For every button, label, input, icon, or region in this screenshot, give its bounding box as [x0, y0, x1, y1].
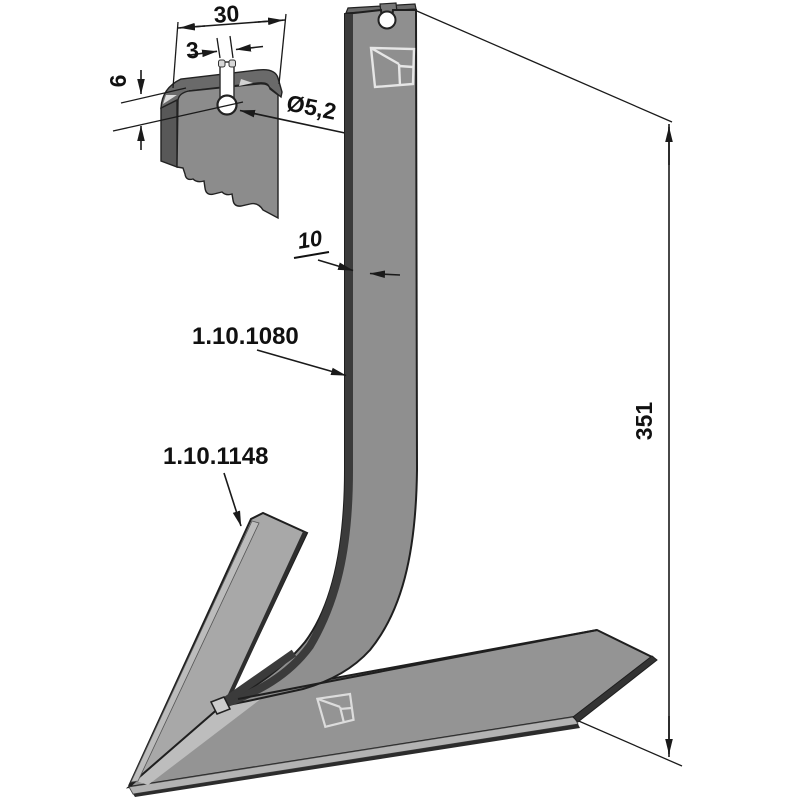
- dim-arrow: [189, 49, 218, 58]
- detail-slot-post-left: [218, 59, 226, 68]
- sweep-manufacturer-logo-icon: [315, 692, 355, 729]
- dim-arrow: [257, 17, 284, 26]
- sweep-highlight: [136, 691, 266, 785]
- dim-arrow: [235, 44, 264, 52]
- overall-length-dimension: 351: [409, 7, 683, 767]
- dim-label-351: 351: [631, 402, 657, 441]
- ext-line-top: [409, 7, 673, 123]
- detail-corner-highlight-right: [239, 79, 253, 86]
- detail-corner-highlight-left: [163, 95, 177, 104]
- dim-label-6: 6: [105, 75, 131, 88]
- detail-slot-post-right: [228, 59, 236, 68]
- dim-label-3: 3: [185, 37, 200, 64]
- detail-side-face: [160, 98, 178, 169]
- detail-front-face: [176, 83, 279, 220]
- shank-leading-edge: [222, 14, 353, 708]
- shank: [209, 2, 419, 715]
- sweep-share: [125, 511, 658, 797]
- leader-thickness-inner: [369, 270, 401, 279]
- ext-line: [229, 35, 234, 59]
- leader-shank-part: [256, 349, 347, 377]
- detail-dimensions: 30 3 6 Ø5,2: [105, 0, 353, 150]
- sweep-left-wing: [128, 511, 309, 787]
- ext-line: [216, 37, 221, 59]
- ext-line: [278, 13, 287, 85]
- dim-label-10-underline: [293, 251, 330, 259]
- part-number-shank: 1.10.1080: [192, 323, 299, 350]
- detail-slot: [219, 61, 235, 101]
- dim-label-30: 30: [213, 0, 240, 28]
- ext-line: [120, 87, 187, 104]
- detail-cross-section-view: [160, 59, 283, 220]
- sweep-bottom-edge: [133, 724, 580, 797]
- leader-hole-diameter: [239, 109, 346, 134]
- part-number-sweep: 1.10.1148: [163, 443, 268, 470]
- left-wing-bevel: [130, 520, 260, 783]
- shank-manufacturer-logo-icon: [369, 46, 416, 89]
- shank-top-hole: [377, 10, 397, 30]
- left-wing-inner-edge: [226, 531, 307, 700]
- dim-arrow: [179, 22, 206, 31]
- sweep-right-tip-edge: [572, 655, 658, 723]
- leader-sweep-part: [223, 472, 242, 527]
- annotations: 10 1.10.1080 1.10.1148: [163, 225, 401, 527]
- dim-label-hole: Ø5,2: [285, 90, 339, 125]
- ext-line: [112, 101, 244, 132]
- ext-line: [172, 21, 179, 89]
- shank-foot-cap: [209, 696, 232, 715]
- leader-thickness: [317, 259, 354, 272]
- shank-foot-edge: [218, 649, 297, 708]
- dim-label-10: 10: [296, 225, 325, 254]
- sweep-wing-top-edge: [237, 629, 598, 700]
